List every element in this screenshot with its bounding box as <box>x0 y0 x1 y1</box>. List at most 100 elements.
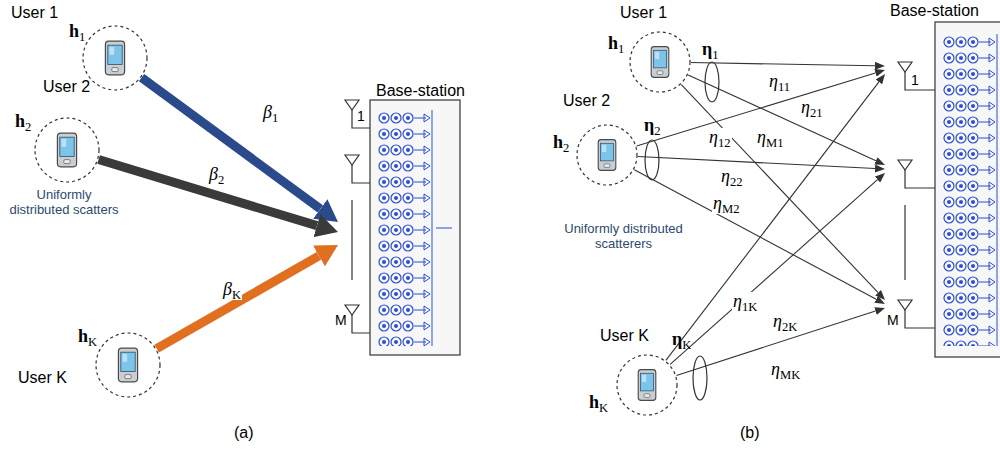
channel-vector: hK <box>78 327 97 347</box>
phone-icon <box>105 41 124 75</box>
symbol-subscript: K <box>599 401 608 415</box>
symbol-subscript: 1K <box>742 300 757 314</box>
vector-symbol: η2 <box>644 116 661 136</box>
scatter-circle <box>35 118 99 182</box>
scatter-note: Uniformly distributed scatters <box>5 188 123 218</box>
channel-vector: h2 <box>553 133 569 153</box>
antenna-lead <box>905 170 935 188</box>
bundle-ellipse <box>705 62 719 102</box>
symbol-base: h <box>553 132 563 152</box>
channel-symbol: ηM2 <box>712 194 740 214</box>
symbol-subscript: 2 <box>654 124 660 138</box>
symbol-base: η <box>771 359 780 379</box>
antenna-index: 1 <box>357 109 365 124</box>
user-node: User KhK <box>617 355 677 415</box>
user-node: User 1h1 <box>83 26 147 90</box>
station-title: Base-station <box>376 82 465 100</box>
symbol-base: η <box>733 291 742 311</box>
station-title: Base-station <box>890 2 979 20</box>
channel-arrow <box>691 63 875 66</box>
symbol-subscript: 2 <box>563 141 569 155</box>
symbol-subscript: 22 <box>730 175 743 189</box>
antenna-symbol <box>345 100 359 110</box>
symbol-base: η <box>757 127 766 147</box>
channel-arrow <box>670 180 877 365</box>
antenna-lead <box>352 165 370 183</box>
path-gain-arrow <box>157 256 319 349</box>
antenna-symbol <box>345 155 359 165</box>
bundle-ellipse <box>693 356 707 400</box>
symbol-subscript: 1 <box>618 42 624 56</box>
user-label: User 1 <box>620 4 667 22</box>
antenna-ellipsis <box>904 205 905 280</box>
user-label: User K <box>600 327 649 345</box>
user-label: User 2 <box>43 78 90 96</box>
symbol-subscript: M1 <box>766 136 784 150</box>
symbol-base: h <box>608 33 618 53</box>
symbol-base: η <box>769 71 778 91</box>
antenna-index: 1 <box>911 73 919 88</box>
vector-symbol: ηK <box>672 330 691 350</box>
symbol-subscript: 11 <box>778 80 790 94</box>
symbol-subscript: K <box>232 288 241 302</box>
gain-symbol: β1 <box>262 103 279 123</box>
bundle-ellipse <box>645 140 659 180</box>
user-label: User 1 <box>11 4 58 22</box>
channel-symbol: ηM1 <box>756 128 784 148</box>
scatter-circle <box>96 333 160 397</box>
symbol-subscript: K <box>682 338 691 352</box>
symbol-subscript: 12 <box>718 136 731 150</box>
base-station-node: Base-station <box>885 0 1000 360</box>
user-node: User 2h2 <box>35 118 99 182</box>
symbol-subscript: 1 <box>79 30 85 44</box>
path-gain-arrow <box>99 160 317 226</box>
symbol-subscript: K <box>88 335 97 349</box>
scatter-circle <box>577 125 637 185</box>
phone-icon <box>598 140 616 171</box>
symbol-base: η <box>801 97 810 117</box>
symbol-base: β <box>263 102 272 122</box>
symbol-subscript: 21 <box>810 106 823 120</box>
symbol-base: h <box>78 326 88 346</box>
channel-vector: hK <box>589 393 608 413</box>
panel-label: (a) <box>234 424 254 442</box>
symbol-subscript: 1 <box>272 111 278 125</box>
antenna-symbol <box>345 305 359 315</box>
scatter-circle <box>630 32 690 92</box>
antenna-index: M <box>887 313 899 328</box>
antenna-lead <box>905 72 935 90</box>
antenna-ellipsis <box>351 200 352 280</box>
phone-icon <box>638 370 656 401</box>
symbol-subscript: 1 <box>712 48 718 62</box>
antenna-index: M <box>335 313 347 328</box>
symbol-base: η <box>773 311 782 331</box>
symbol-base: η <box>644 115 654 135</box>
base-station-box <box>370 100 460 355</box>
channel-symbol: η2K <box>772 312 798 332</box>
symbol-base: β <box>223 279 232 299</box>
symbol-base: η <box>709 127 718 147</box>
symbol-subscript: 2K <box>782 320 797 334</box>
symbol-base: h <box>15 111 25 131</box>
symbol-base: h <box>589 392 599 412</box>
channel-arrow <box>666 82 879 360</box>
symbol-base: β <box>209 164 218 184</box>
antenna-array <box>378 110 436 346</box>
symbol-base: η <box>672 329 682 349</box>
user-node: User 1h1 <box>630 32 690 92</box>
path-gain-arrow <box>142 78 321 209</box>
user-label: User K <box>18 369 67 387</box>
antenna-lead <box>905 310 935 328</box>
antennas <box>898 62 935 328</box>
symbol-base: η <box>721 166 730 186</box>
base-station-box <box>935 22 1000 357</box>
base-station-b <box>898 22 1000 357</box>
scatter-circle <box>83 26 147 90</box>
antenna-array <box>943 34 1000 346</box>
phone-icon <box>651 47 669 78</box>
antenna-symbol <box>898 62 912 72</box>
channel-arrow <box>638 157 875 169</box>
vector-symbol: η1 <box>702 40 719 60</box>
phone-icon <box>57 133 76 167</box>
